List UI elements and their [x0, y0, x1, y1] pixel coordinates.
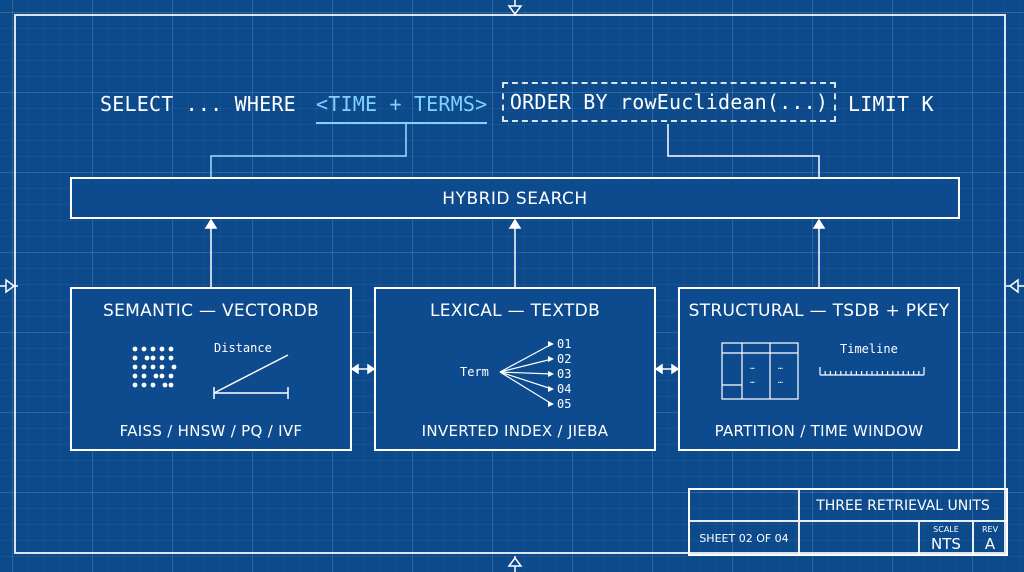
vector-point — [150, 346, 156, 352]
svg-text:…: … — [778, 376, 783, 385]
rev-value: A — [984, 535, 996, 553]
distance-lines — [213, 354, 289, 399]
posting-arrowhead — [548, 401, 554, 407]
posting-id: 04 — [557, 382, 571, 396]
posting-arrowhead — [548, 386, 554, 392]
query-select-where: SELECT ... WHERE — [100, 92, 309, 116]
vector-point — [132, 355, 138, 361]
center-mark-bottom — [507, 556, 523, 572]
posting-edge — [499, 371, 553, 375]
vector-point — [171, 364, 177, 370]
panel-footer: PARTITION / TIME WINDOW — [714, 422, 924, 440]
posting-edge — [499, 358, 553, 373]
panel-structural: STRUCTURAL — TSDB + PKEY …… …… Timeline … — [678, 287, 960, 451]
center-mark-right — [1006, 278, 1024, 294]
svg-text:…: … — [778, 362, 783, 371]
bidirectional-arrow-1 — [350, 363, 376, 375]
posting-arrowhead — [548, 356, 554, 362]
vector-point — [159, 373, 165, 379]
vector-point — [153, 373, 159, 379]
svg-text:…: … — [750, 362, 755, 371]
title-block: THREE RETRIEVAL UNITS SHEET 02 OF 04 SCA… — [688, 488, 1008, 556]
query-limit: LIMIT K — [848, 92, 934, 116]
connector-terms — [210, 122, 407, 177]
panel-semantic: SEMANTIC — VECTORDB Distance FAISS / HNS… — [70, 287, 352, 451]
vector-point — [159, 364, 165, 370]
scale-value: NTS — [931, 535, 961, 553]
vector-point — [168, 355, 174, 361]
posting-id: 01 — [557, 337, 571, 351]
vector-point — [144, 355, 150, 361]
posting-id: 03 — [557, 367, 571, 381]
vector-point — [141, 364, 147, 370]
panel-title: SEMANTIC — VECTORDB — [103, 301, 319, 321]
panel-title: STRUCTURAL — TSDB + PKEY — [688, 301, 950, 321]
panel-footer: INVERTED INDEX / JIEBA — [421, 422, 609, 440]
vector-point — [141, 346, 147, 352]
timeline-axis — [819, 367, 925, 376]
rev-cell: REV A — [972, 522, 1006, 556]
posting-edge — [499, 343, 553, 373]
vector-point — [159, 346, 165, 352]
vector-point — [159, 355, 165, 361]
title-block-spacer — [798, 522, 918, 556]
posting-arrowhead — [548, 341, 554, 347]
panel-title: LEXICAL — TEXTDB — [429, 301, 601, 321]
vector-point — [141, 382, 147, 388]
center-mark-left — [0, 278, 18, 294]
vector-point — [132, 382, 138, 388]
vector-point — [141, 373, 147, 379]
posting-id: 02 — [557, 352, 571, 366]
scale-label: SCALE — [933, 525, 959, 534]
vector-point — [162, 382, 168, 388]
vector-point — [168, 373, 174, 379]
drawing-frame — [14, 14, 1006, 554]
posting-id: 05 — [557, 397, 571, 411]
vector-point — [132, 346, 138, 352]
vector-diagram: Distance — [132, 341, 289, 399]
vector-point — [168, 346, 174, 352]
posting-edge — [499, 371, 553, 390]
vector-point — [168, 382, 174, 388]
table-ellipsis: … … … … — [750, 362, 783, 385]
svg-text:…: … — [750, 376, 755, 385]
drawing-title: THREE RETRIEVAL UNITS — [798, 490, 1006, 522]
sheet-number: SHEET 02 OF 04 — [699, 532, 789, 545]
posting-arrowhead — [548, 371, 554, 377]
table-icon — [721, 342, 799, 400]
vector-point — [150, 364, 156, 370]
title-block-blank — [690, 490, 798, 522]
vector-dot-grid — [132, 346, 177, 388]
hybrid-search-box: HYBRID SEARCH — [70, 177, 960, 219]
posting-edge — [499, 371, 553, 405]
vector-point — [132, 364, 138, 370]
timeline-diagram: … … … … Timeline — [721, 342, 925, 400]
center-mark-top — [507, 0, 523, 16]
panel-footer: FAISS / HNSW / PQ / IVF — [119, 422, 303, 440]
query-order-by: ORDER BY rowEuclidean(...) — [502, 82, 836, 122]
distance-label: Distance — [214, 341, 272, 355]
scale-cell: SCALE NTS — [918, 522, 972, 556]
hybrid-search-label: HYBRID SEARCH — [442, 189, 588, 209]
vector-point — [132, 373, 138, 379]
term-label: Term — [460, 365, 489, 379]
bidirectional-arrow-2 — [654, 363, 680, 375]
rev-label: REV — [981, 525, 999, 534]
vector-point — [150, 355, 156, 361]
query-time-terms: <TIME + TERMS> — [316, 86, 488, 124]
timeline-label: Timeline — [840, 342, 898, 356]
vector-point — [150, 382, 156, 388]
connector-order — [667, 124, 820, 177]
